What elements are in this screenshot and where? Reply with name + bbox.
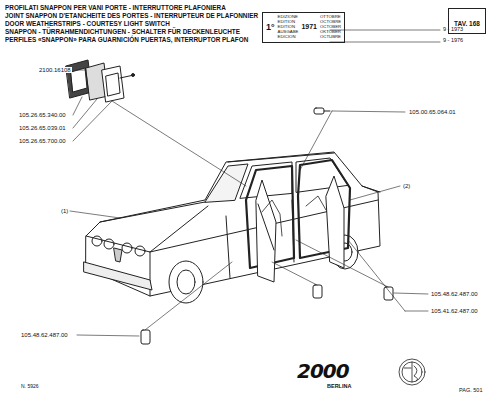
edition-text: 1°: [266, 22, 275, 32]
car-body: [84, 152, 380, 303]
revision-date: 9 - 1973: [443, 27, 463, 33]
drawing-number: N. 5926: [20, 384, 40, 389]
part-number: 105.26.65.039.01: [18, 125, 67, 131]
title-line: SNAPPON - TÜRRAHMENDICHTUNGEN - SCHALTER…: [5, 29, 240, 35]
edition-stamp: 1°EDIZIONE EDITION EDITION AUSGABE EDICI…: [262, 12, 345, 43]
part-number: 105.48.62.487.00: [20, 332, 69, 338]
part-number: 105.00.65.064.01: [408, 109, 457, 115]
page-number: PAG. 501: [458, 388, 483, 394]
part-number: 2100.16108: [38, 67, 72, 73]
part-number: 105.41.62.487.00: [430, 308, 479, 314]
callout-number: (1): [60, 208, 69, 214]
leader-lines: [70, 70, 428, 336]
title-text: PROFILATI SNAPPON PER VANI PORTE - INTER…: [5, 5, 226, 11]
part-number: 105.26.65.700.00: [18, 138, 67, 144]
revision-date: 9 - 1976: [443, 38, 463, 44]
title-line: PERFILES «SNAPPON» PARA GUARNICIÓN PUERT…: [5, 37, 248, 43]
plate-number: TAV. 168: [454, 20, 480, 27]
title-line: DOOR WEATHERSTRIPS - COURTESY LIGHT SWIT…: [5, 21, 170, 27]
callout-number: (2): [402, 183, 411, 189]
title-line: JOINT SNAPPON D'ETANCHEITE DES PORTES - …: [5, 13, 258, 19]
switch-inset: [66, 60, 135, 102]
model-logo: 2000: [296, 361, 350, 381]
part-number: 105.48.62.487.00: [430, 291, 479, 297]
model-name: BERLINA: [326, 384, 352, 390]
emblem: [399, 359, 425, 385]
part-number: 105.26.65.340.00: [18, 112, 67, 118]
edition-text: EDIZIONE EDITION EDITION AUSGABE EDICION: [278, 15, 299, 40]
edition-text: 1971: [301, 23, 317, 31]
plate-number-box: TAV. 168: [448, 8, 486, 34]
weatherstrip-clips: [141, 285, 393, 344]
courtesy-switch: [314, 108, 330, 114]
edition-text: OTTOBRE OCTOBRE OCTOBER OKTOBER OCTUBRE: [320, 15, 341, 40]
